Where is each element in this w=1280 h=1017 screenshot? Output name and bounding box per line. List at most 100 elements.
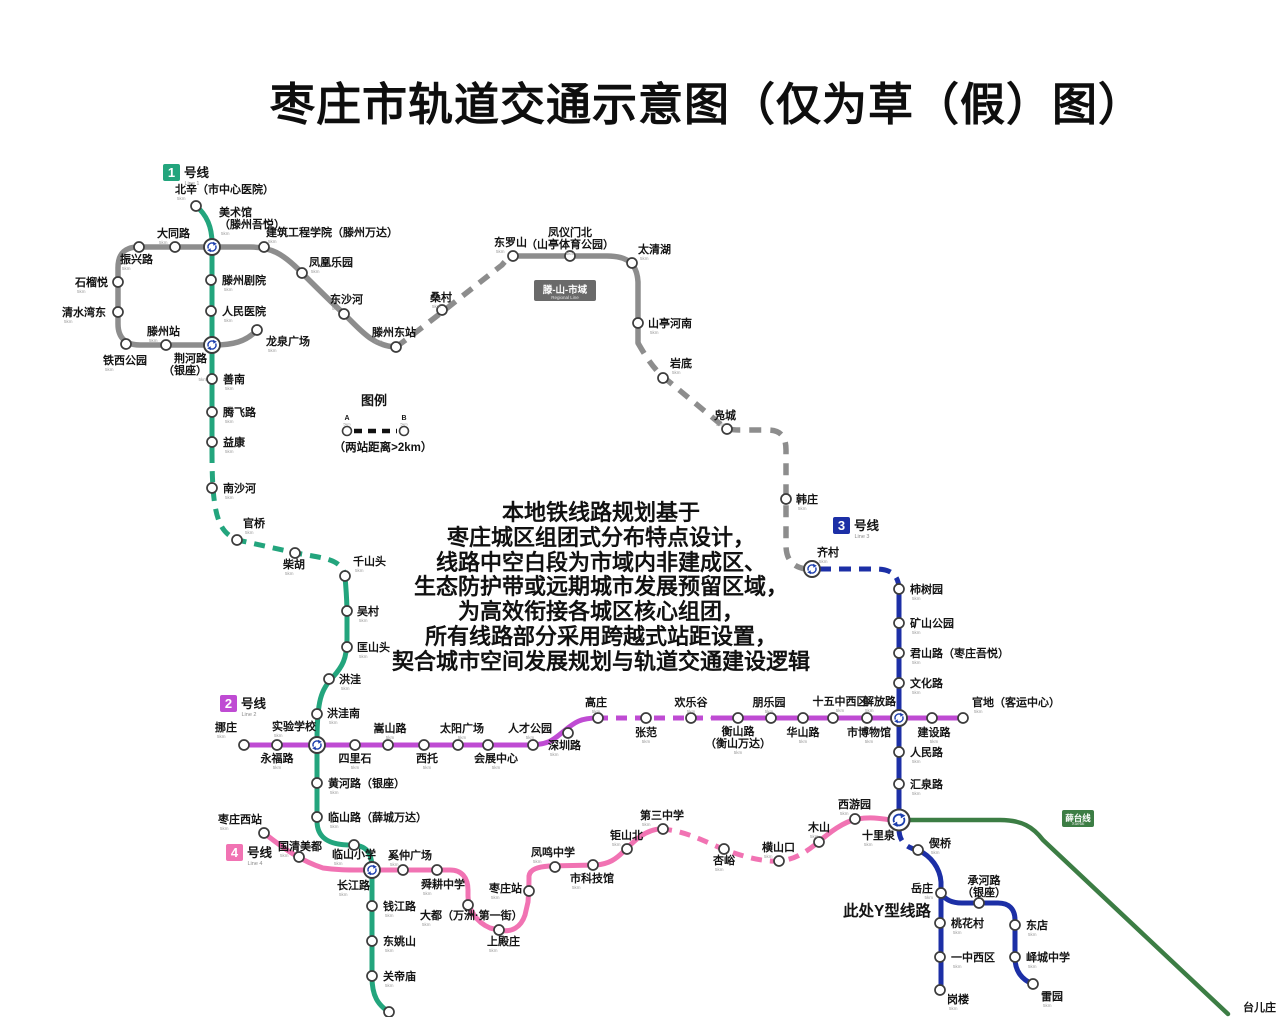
line-name-sub: Xuetai (1072, 821, 1085, 826)
legend-station-marker (341, 425, 353, 437)
distance-mark: 5km (330, 790, 339, 795)
station-label: 龙泉广场 (265, 334, 310, 348)
station-label: 会展中心 (474, 751, 518, 765)
station-label: 官地（客运中心） (972, 695, 1060, 709)
line-name-plate (534, 280, 596, 301)
station-marker (390, 341, 402, 353)
station-label: 横山口 (762, 840, 795, 854)
station-label: 大同路 (157, 226, 191, 240)
station-label: 文化路 (910, 676, 944, 690)
station-label: 东罗山 (494, 235, 527, 249)
distance-mark: 5km (836, 708, 845, 713)
station-label: 临山路（薛城万达） (328, 810, 427, 824)
legend-a: A (344, 415, 349, 422)
distance-mark: 5km (1043, 1003, 1052, 1008)
station-label: 衡山路 (722, 724, 756, 738)
station-label: 峄城中学 (1026, 950, 1070, 964)
station-label: 人民路 (910, 745, 944, 759)
station-label: 韩庄 (796, 492, 818, 506)
station-label: 滕州东站 (372, 325, 416, 339)
distance-mark: 5km (912, 596, 921, 601)
station-marker (231, 534, 243, 546)
station-marker (382, 739, 394, 751)
distance-mark: 5km (386, 735, 395, 740)
station-label: 齐村 (817, 545, 839, 559)
distance-mark: 5km (385, 913, 394, 918)
distance-mark: 5km (572, 885, 581, 890)
station-label: 矿山公园 (910, 616, 954, 630)
station-label: 振兴路 (120, 252, 154, 266)
distance-mark: 5km (422, 922, 431, 927)
station-marker (957, 712, 969, 724)
distance-mark: 5km (64, 319, 73, 324)
station-marker (206, 436, 218, 448)
station-label: 凤仪门北 (548, 225, 592, 239)
station-label: 实验学校 (272, 719, 317, 733)
station-label: 第三中学 (640, 808, 684, 822)
station-label: 吴村 (357, 604, 379, 618)
distance-mark: 5km (225, 419, 234, 424)
station-label: 官桥 (243, 516, 266, 530)
station-label: 钱江路 (383, 899, 417, 913)
distance-mark: 5km (198, 377, 207, 382)
station-marker (527, 739, 539, 751)
station-marker (507, 250, 519, 262)
station-marker (311, 708, 323, 720)
station-marker (205, 305, 217, 317)
station-marker (893, 617, 905, 629)
station-marker (893, 778, 905, 790)
distance-mark: 5km (149, 338, 158, 343)
station-label: （滕州吾悦） (219, 217, 285, 231)
distance-mark: 5km (224, 287, 233, 292)
station-label: 荆河路 (174, 351, 208, 365)
distance-mark: 5km (329, 720, 338, 725)
station-label: 美术馆 (219, 205, 252, 219)
distance-mark: 5km (355, 568, 364, 573)
station-label: 铁西公园 (103, 353, 147, 367)
station-marker (935, 887, 947, 899)
distance-mark: 5km (912, 630, 921, 635)
station-label: 柴胡 (282, 557, 305, 571)
distance-mark: 5km (423, 765, 432, 770)
station-label: 东店 (1026, 918, 1048, 932)
interchange-marker (887, 808, 911, 832)
interchange-marker (308, 736, 326, 754)
station-marker (493, 924, 505, 936)
distance-mark: 5km (225, 449, 234, 454)
station-marker (1009, 951, 1021, 963)
distance-mark: 5km (225, 386, 234, 391)
station-label: 长江路 (337, 878, 371, 892)
distance-mark: 5km (865, 708, 874, 713)
station-marker (564, 250, 576, 262)
station-label: 滕州剧院 (222, 273, 266, 287)
line-number-plate (226, 844, 243, 861)
station-label: （山亭体育公园） (526, 237, 614, 251)
station-label: 黄河路（银座） (328, 776, 405, 790)
page-title: 枣庄市轨道交通示意图（仅为草（假）图） (269, 79, 1144, 130)
distance-mark: 5km (953, 964, 962, 969)
distance-mark: 5km (1028, 932, 1037, 937)
station-label: 凤鸣中学 (531, 845, 575, 859)
station-marker (258, 241, 270, 253)
station-label: 枣庄站 (488, 881, 522, 895)
line-word: 号线 (247, 845, 273, 860)
station-marker (323, 673, 335, 685)
